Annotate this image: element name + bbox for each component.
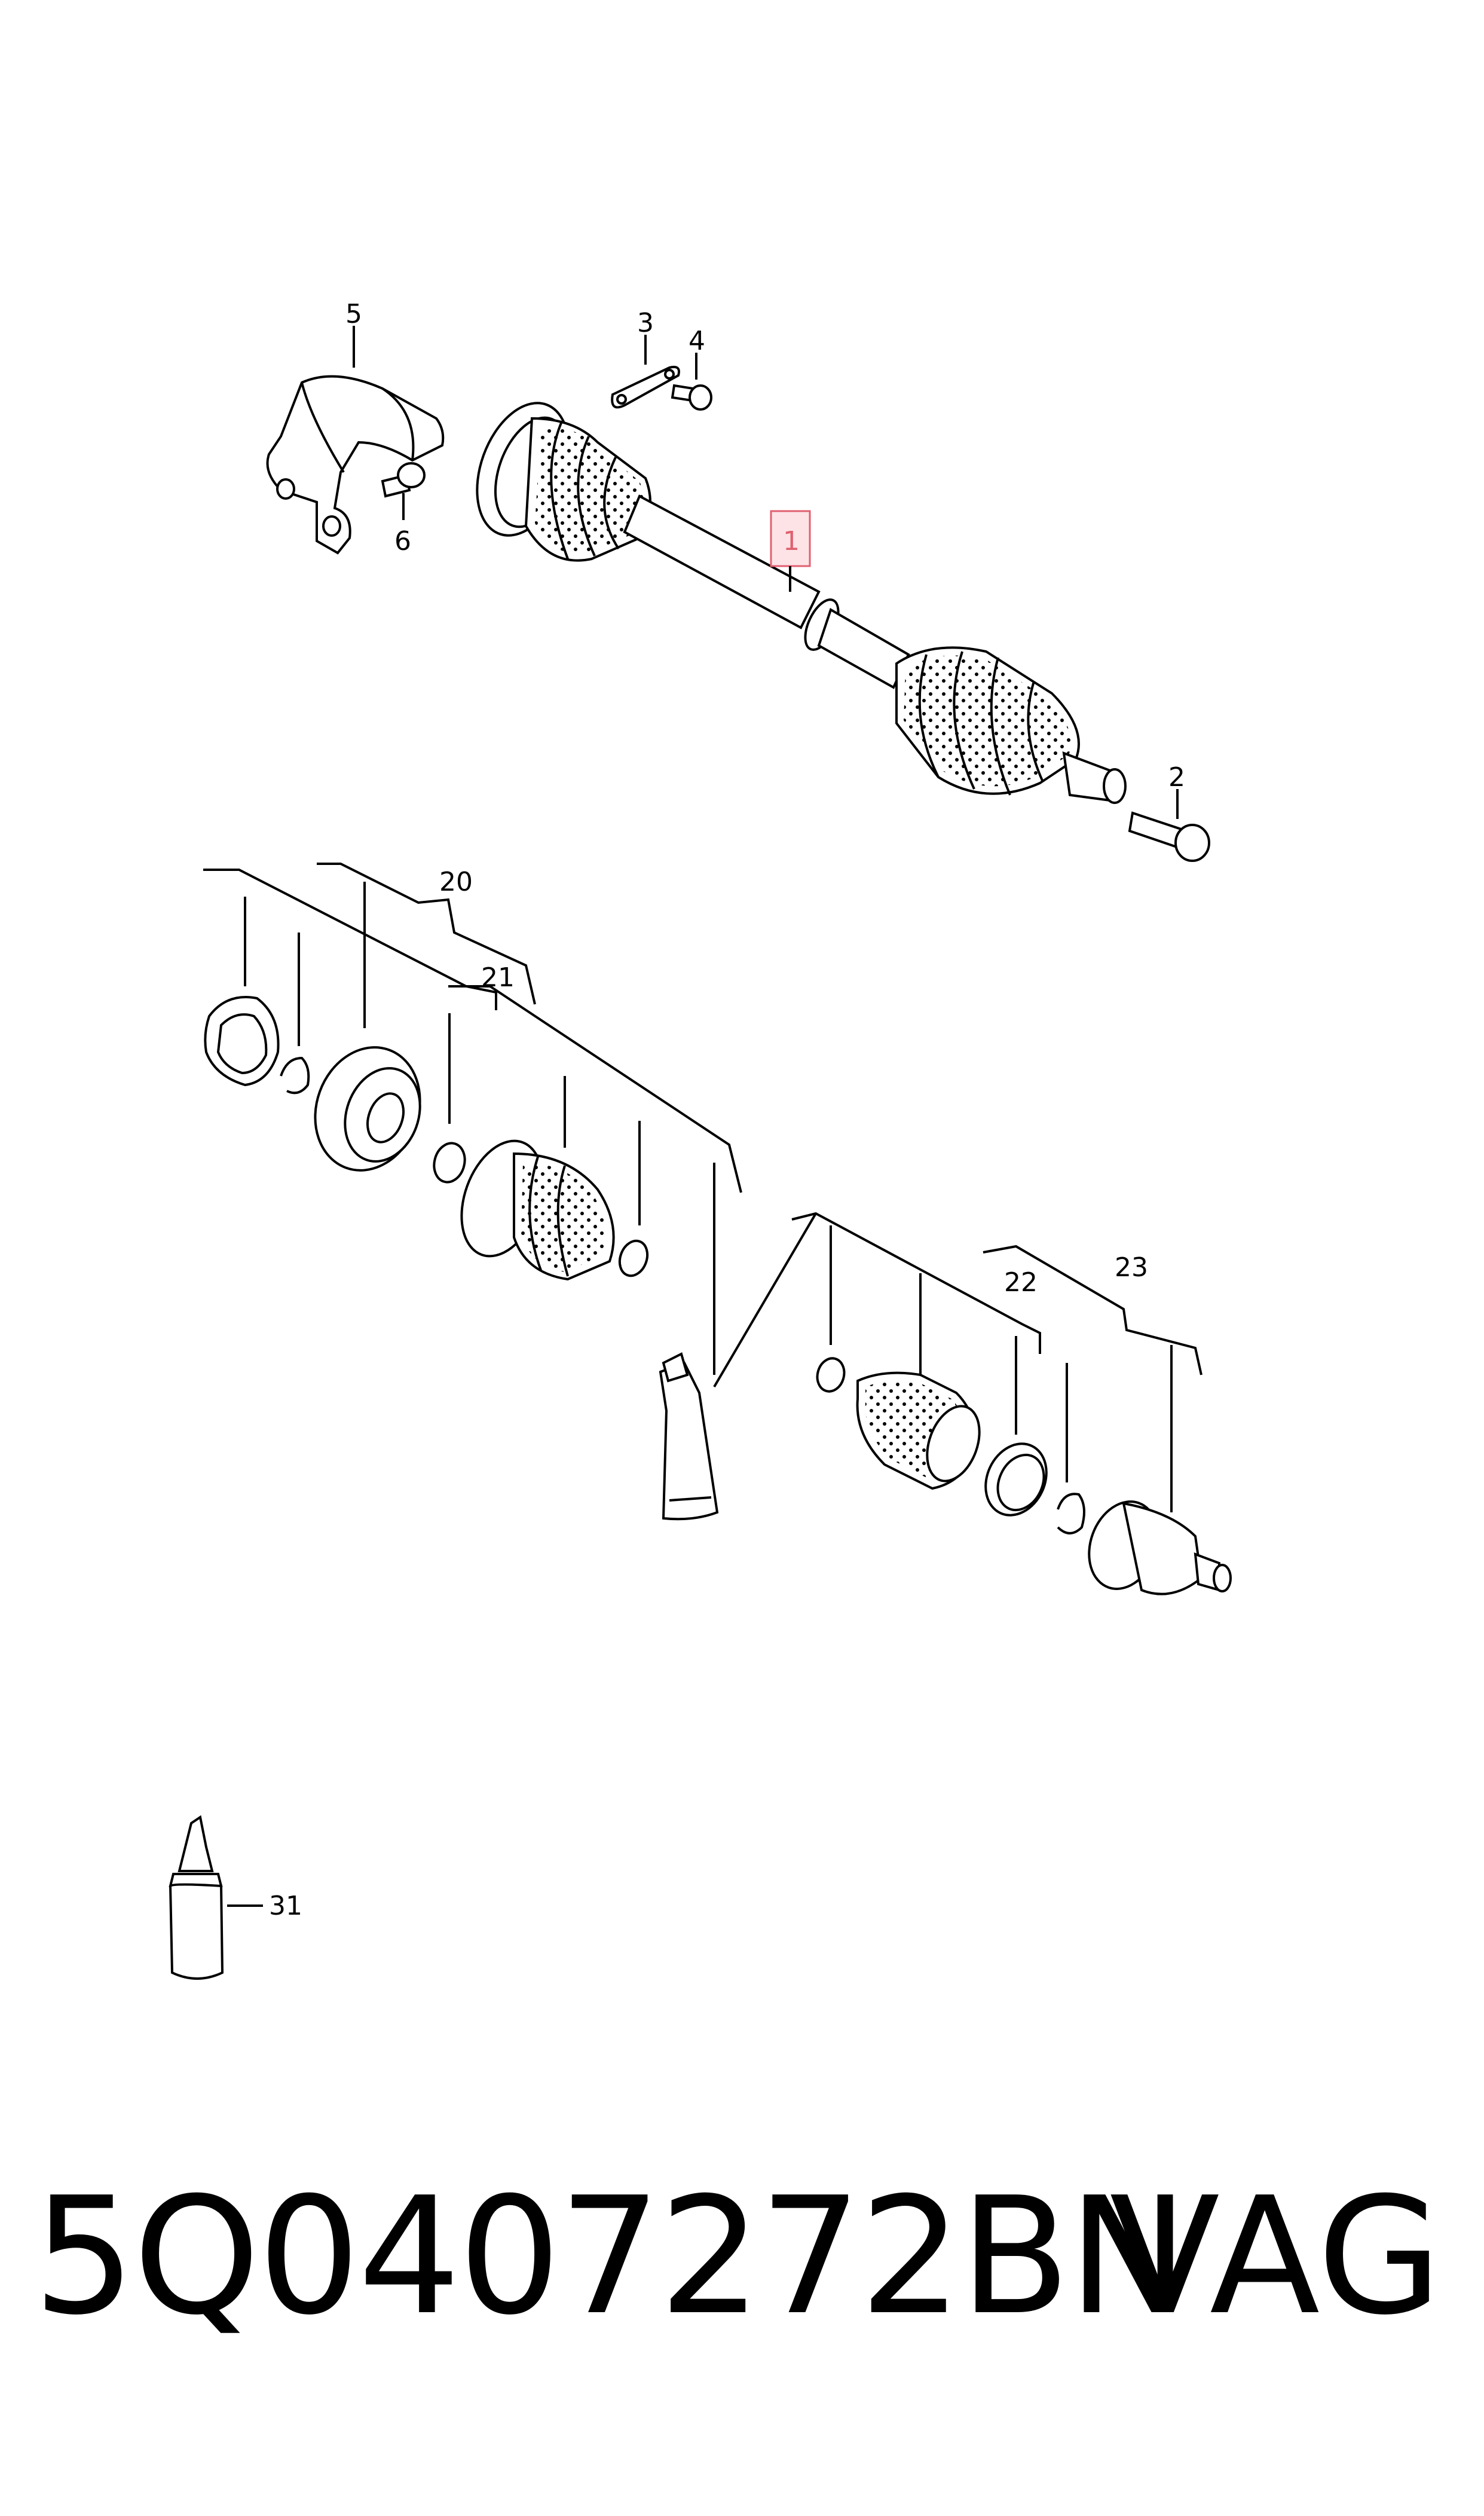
part-number: 5Q0407272BN bbox=[33, 2162, 1189, 2350]
callout-1: 1 bbox=[783, 526, 800, 557]
brand-name: VAG bbox=[1109, 2162, 1442, 2350]
callout-5: 5 bbox=[345, 299, 362, 329]
callout-23: 23 bbox=[1115, 1252, 1148, 1283]
callout-21: 21 bbox=[481, 962, 515, 993]
callout-31: 31 bbox=[269, 1891, 302, 1921]
callout-20: 20 bbox=[439, 867, 473, 897]
callout-22: 22 bbox=[1004, 1267, 1038, 1298]
bolt-4 bbox=[671, 384, 712, 411]
lock-plate-3 bbox=[611, 365, 680, 409]
clamp-22-large bbox=[984, 1442, 1048, 1517]
gasket-20 bbox=[204, 996, 280, 1087]
callout-3: 3 bbox=[637, 308, 654, 338]
grease-tube bbox=[659, 1352, 719, 1521]
adhesive-bottle bbox=[169, 1815, 224, 1980]
clamp-22-small bbox=[816, 1357, 846, 1393]
circlip-23 bbox=[1057, 1493, 1085, 1534]
drive-shaft bbox=[476, 402, 1127, 804]
clamp-21 bbox=[618, 1239, 649, 1277]
callout-2: 2 bbox=[1168, 762, 1185, 793]
callout-4: 4 bbox=[689, 326, 705, 356]
heat-shield-bracket bbox=[266, 375, 445, 555]
bolt-6 bbox=[381, 462, 426, 498]
inner-boot-21 bbox=[460, 1139, 615, 1281]
outer-boot-22 bbox=[856, 1371, 981, 1490]
circlip-20 bbox=[280, 1056, 310, 1095]
spacer-ring-21 bbox=[433, 1142, 466, 1184]
flange-20 bbox=[314, 1046, 421, 1172]
callout-6: 6 bbox=[394, 526, 411, 557]
outer-cv-joint-23 bbox=[1088, 1500, 1232, 1595]
bolt-2 bbox=[1128, 811, 1210, 862]
